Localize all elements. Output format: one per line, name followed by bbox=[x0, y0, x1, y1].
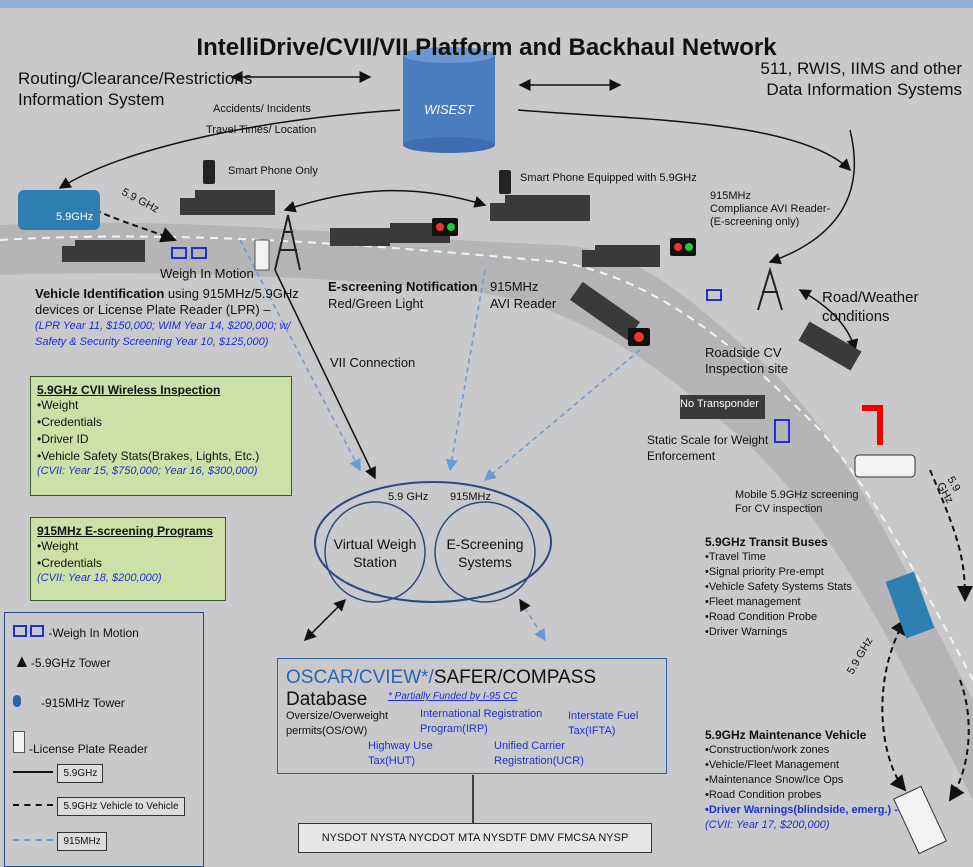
virtual-weigh-station-label: Virtual Weigh Station bbox=[333, 536, 417, 570]
list-item: •Travel Time bbox=[705, 551, 766, 563]
bus-freq-label: 5.9GHz bbox=[56, 211, 94, 223]
dashed-blue-arrow-icon bbox=[13, 838, 53, 841]
list-item: •Credentials bbox=[37, 556, 102, 570]
dashed-arrow-icon bbox=[13, 803, 53, 806]
compliance-reader-label: 915MHz Compliance AVI Reader- (E-screeni… bbox=[710, 190, 831, 228]
vii-connection-label: VII Connection bbox=[330, 355, 416, 370]
routing-system-label: Routing/Clearance/Restrictions Informati… bbox=[18, 69, 253, 109]
transit-buses-list: 5.9GHz Transit Buses •Travel Time •Signa… bbox=[705, 535, 852, 638]
smart-phone-only-label: Smart Phone Only bbox=[228, 165, 318, 177]
vws-freq-59: 5.9 GHz bbox=[388, 491, 429, 503]
oscar-database-box: OSCAR/CVIEW*/SAFER/COMPASS Database * Pa… bbox=[277, 658, 667, 774]
accidents-label: Accidents/ Incidents bbox=[213, 103, 311, 115]
list-item: •Vehicle Safety Stats(Brakes, Lights, Et… bbox=[37, 449, 260, 463]
weigh-in-motion-icon bbox=[13, 625, 27, 637]
roadside-cv-label: Roadside CV Inspection site bbox=[705, 345, 789, 376]
list-item: •Vehicle/Fleet Management bbox=[705, 759, 840, 771]
weigh-in-motion-icon bbox=[30, 625, 45, 637]
agencies-box: NYSDOT NYSTA NYCDOT MTA NYSDTF DMV FMCSA… bbox=[298, 823, 652, 853]
list-item: •Construction/work zones bbox=[705, 744, 830, 756]
list-item: •Signal priority Pre-empt bbox=[705, 566, 824, 578]
weigh-in-motion-label: Weigh In Motion bbox=[160, 266, 254, 281]
top-band bbox=[0, 0, 973, 8]
wisest-database-icon bbox=[403, 47, 495, 153]
cvii-wireless-inspection-box: 5.9GHz CVII Wireless Inspection •Weight … bbox=[30, 376, 292, 496]
list-item: •Weight bbox=[37, 539, 79, 553]
list-item: •Vehicle Safety Systems Stats bbox=[705, 581, 852, 593]
maintenance-vehicle-list: 5.9GHz Maintenance Vehicle •Construction… bbox=[705, 728, 898, 831]
legend-panel: -Weigh In Motion ▲-5.9GHz Tower -915MHz … bbox=[4, 612, 204, 867]
avi-reader-label: 915MHz AVI Reader bbox=[490, 279, 557, 311]
list-item: •Road Condition Probe bbox=[705, 611, 818, 623]
escreening-systems-label: E-Screening Systems bbox=[446, 536, 524, 570]
static-scale-label: Static Scale for Weight Enforcement bbox=[647, 433, 769, 463]
travel-times-label: Travel Times/ Location bbox=[206, 124, 317, 136]
list-item: •Road Condition probes bbox=[705, 789, 822, 801]
database-title: OSCAR/CVIEW*/SAFER/COMPASS Database bbox=[286, 667, 597, 710]
wisest-label: WISEST bbox=[424, 102, 474, 117]
bus-icon bbox=[18, 190, 100, 230]
list-item: •Driver Warnings bbox=[705, 626, 788, 638]
no-transponder-label: No Transponder bbox=[680, 398, 759, 410]
list-item: •Driver ID bbox=[37, 432, 89, 446]
data-systems-label: 511, RWIS, IIMS and other Data Informati… bbox=[760, 59, 962, 99]
smart-phone-equipped-label: Smart Phone Equipped with 5.9GHz bbox=[520, 172, 697, 184]
list-item: •Credentials bbox=[37, 415, 102, 429]
tower-icon: ▲ bbox=[13, 651, 31, 671]
arrow-icon bbox=[13, 770, 53, 773]
list-item: •Fleet management bbox=[705, 596, 801, 608]
mobile-screening-label: Mobile 5.9GHz screening For CV inspectio… bbox=[735, 489, 859, 515]
list-item: •Maintenance Snow/Ice Ops bbox=[705, 774, 844, 786]
escreening-notification-label: E-screening Notification Red/Green Light bbox=[328, 279, 478, 311]
road-surface bbox=[0, 222, 973, 800]
road-lane bbox=[0, 235, 973, 681]
vws-freq-915: 915MHz bbox=[450, 491, 491, 503]
diagram-title: IntelliDrive/CVII/VII Platform and Backh… bbox=[196, 34, 777, 61]
reader-icon bbox=[13, 695, 21, 707]
vehicle-identification-text: Vehicle Identification using 915MHz/5.9G… bbox=[35, 286, 299, 348]
escreening-programs-box: 915MHz E-screening Programs •Weight •Cre… bbox=[30, 517, 226, 601]
list-item: •Weight bbox=[37, 398, 79, 412]
license-plate-reader-icon bbox=[13, 731, 25, 753]
road-weather-label: Road/Weather conditions bbox=[822, 289, 919, 325]
vws-ellipse bbox=[314, 481, 552, 603]
